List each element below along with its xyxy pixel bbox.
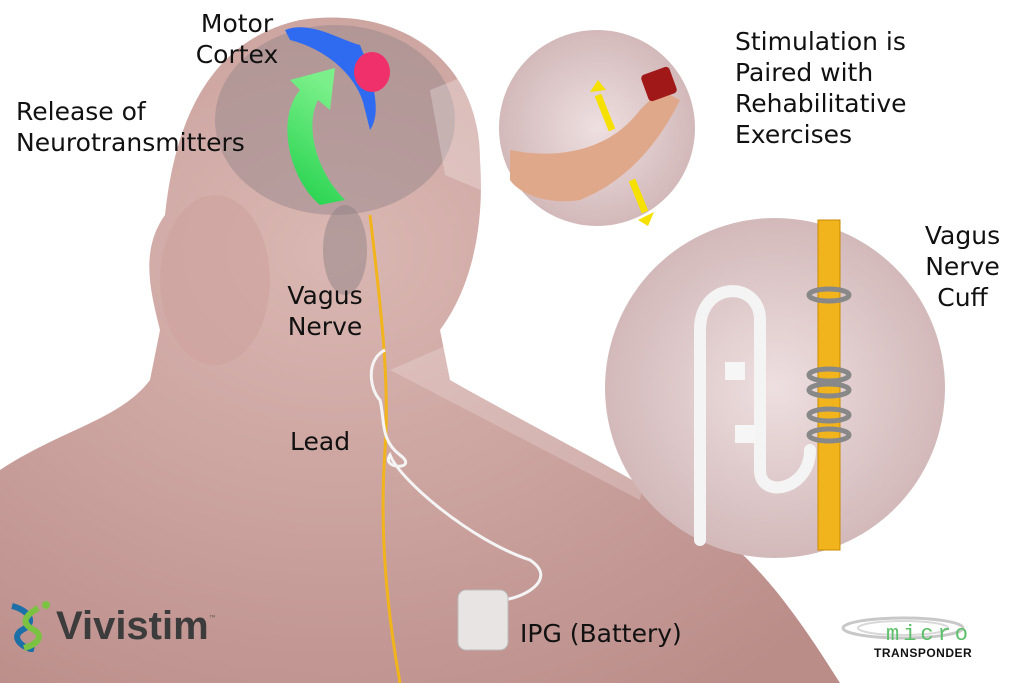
vagus-nerve-cuff-inset (605, 218, 945, 558)
label-line: Vagus (287, 281, 363, 310)
label-line: Rehabilitative (735, 89, 907, 118)
vivistim-wordmark: Vivistim (56, 603, 209, 648)
human-figure (0, 17, 840, 683)
exercise-object (641, 66, 677, 102)
microtransponder-swoosh-icon (841, 616, 965, 640)
exercise-arrow-down (628, 178, 649, 214)
transponder-wordmark: TRANSPONDER (874, 646, 973, 660)
label-ipg: IPG (Battery) (520, 619, 682, 648)
ipg-battery (457, 589, 509, 651)
label-line: Neurotransmitters (16, 128, 245, 157)
label-vagus-nerve: Vagus Nerve (280, 280, 370, 342)
neurotransmitter-arrow (287, 68, 345, 205)
label-line: Nerve (287, 312, 363, 341)
motor-cortex-region (285, 27, 376, 130)
exercise-arrow-up (594, 93, 616, 132)
label-line: Nerve (925, 252, 1000, 281)
exercise-inset (499, 30, 695, 226)
label-line: Motor (200, 9, 274, 38)
label-motor-cortex: Motor Cortex (192, 8, 282, 70)
label-line: Cortex (195, 40, 279, 69)
label-vagus-nerve-cuff: Vagus Nerve Cuff (915, 220, 1010, 313)
label-line: Vagus (924, 221, 1001, 250)
microtransponder-logo: micro TRANSPONDER (838, 610, 972, 666)
label-neurotransmitters: Release of Neurotransmitters (16, 96, 245, 158)
lead-wire (369, 348, 543, 602)
vivistim-helix-icon (11, 601, 50, 652)
motor-cortex-highlight (354, 52, 390, 92)
label-line: Exercises (735, 120, 853, 149)
label-line: Release of (16, 97, 146, 126)
vagus-nerve (368, 214, 402, 683)
trademark: ™ (208, 614, 217, 623)
label-line: Paired with (735, 58, 874, 87)
vivistim-logo: Vivistim ™ (8, 600, 217, 652)
label-line: Stimulation is (735, 27, 906, 56)
label-stimulation: Stimulation is Paired with Rehabilitativ… (735, 26, 907, 150)
micro-wordmark: micro (886, 622, 973, 647)
label-lead: Lead (290, 427, 351, 456)
label-line: Cuff (937, 283, 988, 312)
cuff-coils (806, 286, 852, 444)
brain (215, 25, 455, 295)
